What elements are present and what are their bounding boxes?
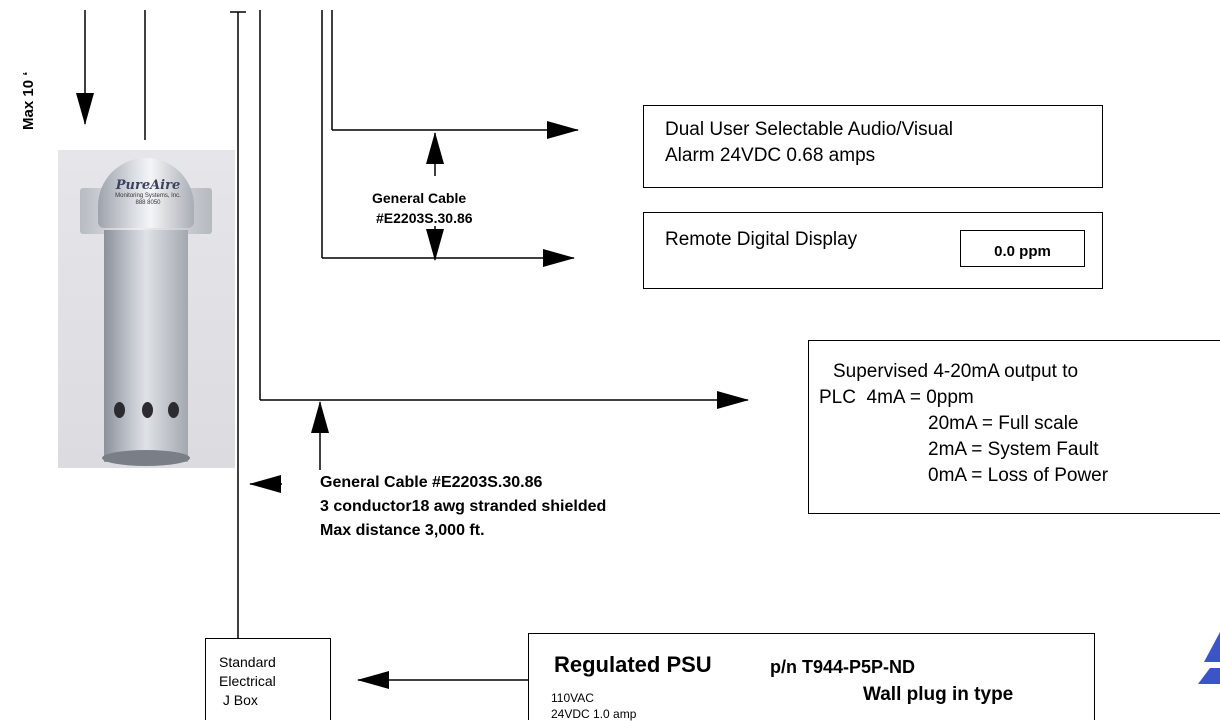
sensor-base	[102, 450, 190, 466]
jbox-line1: Standard	[219, 654, 276, 670]
lower-cable-label-line3: Max distance 3,000 ft.	[320, 522, 485, 539]
sensor-vent-hole	[114, 402, 125, 418]
output-box-line3: 20mA = Full scale	[928, 413, 1079, 434]
alarm-box-line2: Alarm 24VDC 0.68 amps	[665, 145, 876, 166]
sensor-brand: PureAire	[115, 178, 181, 193]
lower-cable-label-line1: General Cable #E2203S.30.86	[320, 474, 543, 491]
output-box-line5: 0mA = Loss of Power	[928, 465, 1109, 486]
sensor-vent-hole	[142, 402, 153, 418]
output-box-line2: PLC 4mA = 0ppm	[819, 387, 974, 408]
sensor-brand-subtitle: Monitoring Systems, Inc.	[115, 193, 181, 199]
lower-cable-label-line2: 3 conductor18 awg stranded shielded	[320, 498, 607, 515]
output-box-line1: Supervised 4-20mA output to	[833, 361, 1079, 382]
psu-title: Regulated PSU	[554, 652, 712, 677]
psu-box: Regulated PSU p/n T944-P5P-ND Wall plug …	[528, 633, 1095, 721]
display-readout-value: 0.0 ppm	[994, 243, 1051, 260]
remote-display-label: Remote Digital Display	[665, 229, 858, 250]
psu-part-number: p/n T944-P5P-ND	[770, 657, 916, 677]
sensor-cap	[98, 158, 194, 228]
sensor-phone: 888 8050	[135, 200, 161, 206]
psu-type: Wall plug in type	[863, 684, 1014, 705]
alarm-box-line1: Dual User Selectable Audio/Visual	[665, 119, 953, 140]
psu-input: 110VAC	[551, 691, 594, 705]
output-box: Supervised 4-20mA output to PLC 4mA = 0p…	[808, 340, 1220, 514]
output-box-line4: 2mA = System Fault	[928, 439, 1099, 460]
logo-fragment	[1196, 632, 1220, 684]
alarm-box: Dual User Selectable Audio/Visual Alarm …	[643, 105, 1103, 188]
max-length-label: Max 10 ‘	[20, 71, 37, 130]
sensor-photo: PureAire Monitoring Systems, Inc. 888 80…	[58, 150, 235, 468]
psu-output: 24VDC 1.0 amp	[551, 707, 637, 721]
remote-display-box: Remote Digital Display 0.0 ppm	[643, 212, 1103, 289]
upper-cable-label-line2: #E2203S.30.86	[376, 210, 473, 226]
upper-cable-label-line1: General Cable	[372, 190, 467, 206]
jbox-line3: J Box	[219, 692, 258, 708]
sensor-vent-hole	[168, 402, 179, 418]
display-readout: 0.0 ppm	[960, 230, 1085, 267]
jbox: Standard Electrical J Box	[205, 638, 331, 720]
sensor-body	[104, 230, 188, 462]
jbox-line2: Electrical	[219, 673, 276, 689]
